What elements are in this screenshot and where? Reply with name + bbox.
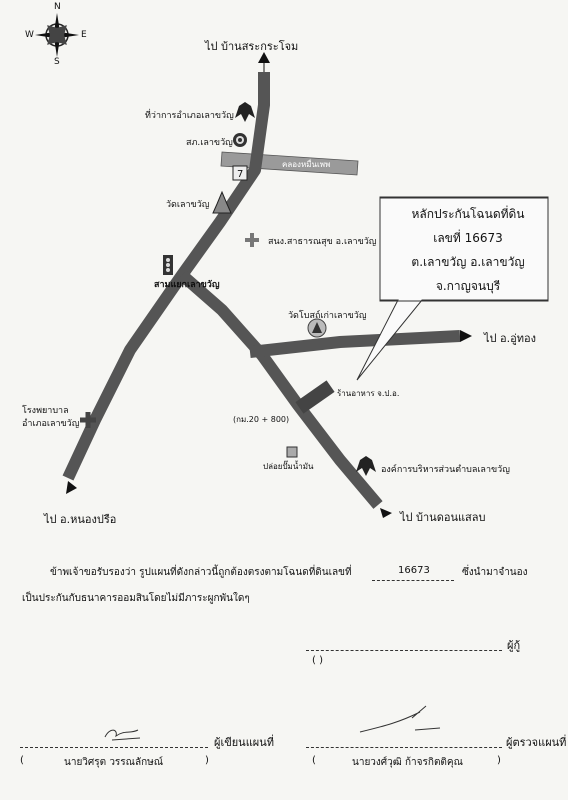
- label-gas: ปล่อยปั๊มน้ำมัน: [263, 462, 314, 471]
- sao-emblem-icon: [356, 456, 376, 476]
- drawer-paren-open: (: [20, 755, 24, 766]
- arrow-east-icon: [460, 330, 472, 342]
- arrow-southwest-icon: [66, 481, 77, 494]
- label-hospital-1: โรงพยาบาล: [22, 406, 69, 416]
- label-sao: องค์การบริหารส่วนตำบลเลาขวัญ: [381, 465, 510, 475]
- statement-part2: ซึ่งนำมาจำนอง: [462, 567, 528, 578]
- canal-label: คลองหมื่นเพพ: [282, 160, 331, 169]
- statement-part1: ข้าพเจ้าขอรับรองว่า รูปแผนที่ดังกล่าวนี้…: [50, 567, 352, 578]
- road-label-southwest: ไป อ.หนองปรือ: [44, 513, 117, 526]
- callout-line1: หลักประกันโฉนดที่ดิน: [411, 207, 525, 221]
- callout-line2: เลขที่ 16673: [433, 231, 503, 245]
- road-label-southeast: ไป บ้านดอนแสลบ: [400, 511, 486, 524]
- statement-line2: เป็นประกันกับธนาคารออมสินโดยไม่มีภาระผูก…: [22, 593, 250, 604]
- label-temple2: วัดโบสถ์เก่าเลาขวัญ: [288, 311, 367, 321]
- temple2-icon: [307, 318, 327, 338]
- statement-deed-no: 16673: [398, 565, 430, 576]
- label-junction: สามแยกเลาขวัญ: [154, 280, 220, 290]
- label-police: สภ.เลาขวัญ: [186, 138, 233, 148]
- compass-rose-icon: [35, 13, 79, 57]
- gas-station-icon: [286, 446, 298, 458]
- arrow-southeast-icon: [380, 508, 392, 518]
- compass-e: E: [81, 30, 87, 40]
- svg-text:7: 7: [237, 169, 243, 180]
- police-icon: [233, 133, 247, 147]
- checker-paren-close: ): [497, 755, 501, 766]
- label-district-office: ที่ว่าการอำเภอเลาขวัญ: [145, 111, 234, 121]
- label-health: สนง.สาธารณสุข อ.เลาขวัญ: [268, 237, 377, 247]
- borrower-paren: ( ): [312, 655, 323, 666]
- compass-w: W: [25, 30, 34, 40]
- compass-s: S: [54, 57, 60, 67]
- label-temple1: วัดเลาขวัญ: [166, 200, 210, 210]
- road-label-north: ไป บ้านสระกระโจม: [205, 40, 299, 53]
- checker-name: นายวงศ์วุฒิ ก้าจรกิตติคุณ: [352, 757, 463, 768]
- temple-icon: [212, 190, 232, 214]
- drawer-name: นายวิศรุต วรรณลักษณ์: [64, 757, 164, 768]
- label-shop: ร้านอาหาร จ.ป.อ.: [337, 389, 400, 398]
- checker-label: ผู้ตรวจแผนที่: [506, 736, 567, 749]
- district-office-icon: [235, 102, 255, 122]
- traffic-light-icon: [163, 255, 173, 275]
- drawer-label: ผู้เขียนแผนที่: [214, 736, 274, 749]
- health-office-icon: [245, 233, 259, 247]
- drawer-signature: [104, 729, 141, 741]
- borrower-label: ผู้กู้: [507, 639, 521, 652]
- road-southeast: [178, 270, 383, 509]
- checker-signature: [359, 705, 441, 733]
- property-marker: [295, 380, 335, 414]
- road-label-east: ไป อ.อู่ทอง: [484, 332, 536, 345]
- compass-n: N: [54, 2, 61, 12]
- road-north-southwest: [62, 72, 270, 481]
- road-east: [249, 330, 461, 358]
- drawer-paren-close: ): [205, 755, 209, 766]
- callout-line4: จ.กาญจนบุรี: [435, 279, 501, 293]
- seven-eleven-icon: 7: [232, 165, 248, 181]
- label-hospital-2: อำเภอเลาขวัญ: [22, 419, 80, 429]
- checker-paren-open: (: [312, 755, 316, 766]
- label-km: (กม.20 + 800): [233, 415, 290, 424]
- hospital-icon: [80, 412, 96, 428]
- callout-line3: ต.เลาขวัญ อ.เลาขวัญ: [411, 255, 525, 269]
